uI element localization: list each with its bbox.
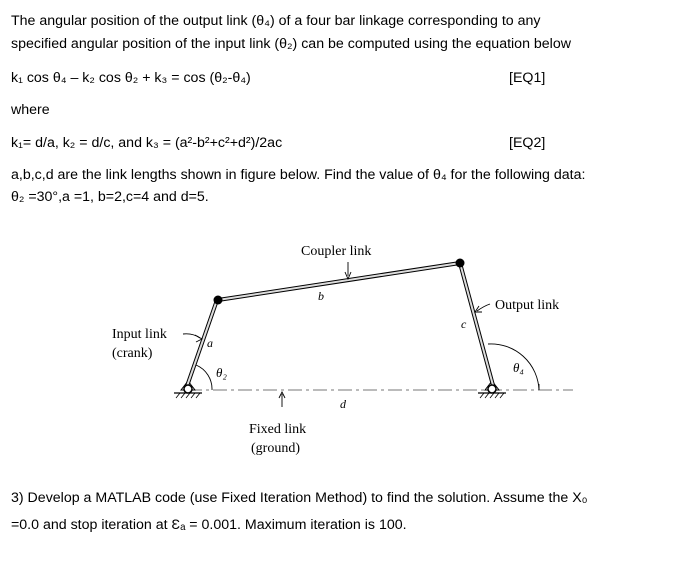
theta4-label: θ₄ bbox=[513, 360, 524, 375]
task-line-2: =0.0 and stop iteration at Ɛₐ = 0.001. M… bbox=[11, 517, 407, 533]
data-line-1: a,b,c,d are the link lengths shown in fi… bbox=[11, 167, 586, 183]
joint-a-b bbox=[213, 295, 223, 305]
fixed-link-label: Fixed link bbox=[249, 422, 306, 437]
task-line-1: 3) Develop a MATLAB code (use Fixed Iter… bbox=[11, 490, 588, 506]
coupler-link-b bbox=[217, 261, 461, 302]
coupler-link-label: Coupler link bbox=[301, 244, 371, 259]
input-link-label: Input link bbox=[112, 327, 167, 342]
equation-1: k₁ cos θ₄ – k₂ cos θ₂ + k₃ = cos (θ₂-θ₄) bbox=[11, 70, 251, 86]
theta2-label: θ₂ bbox=[216, 365, 227, 380]
coupler-arrow bbox=[344, 262, 352, 281]
theta2-arc bbox=[195, 364, 213, 391]
ground-pivot-right bbox=[487, 384, 497, 394]
theta4-arc bbox=[487, 343, 540, 391]
equation-2: k₁= d/a, k₂ = d/c, and k₃ = (a²-b²+c²+d²… bbox=[11, 135, 283, 151]
link-c-label: c bbox=[461, 317, 467, 331]
intro-line-1: The angular position of the output link … bbox=[11, 13, 541, 29]
output-arrow bbox=[474, 303, 491, 313]
equation-1-tag: [EQ1] bbox=[509, 70, 546, 86]
fixed-arrow bbox=[278, 390, 286, 407]
output-link-label: Output link bbox=[495, 298, 559, 313]
ground-label: (ground) bbox=[251, 441, 300, 456]
intro-line-2: specified angular position of the input … bbox=[11, 36, 571, 52]
link-b-label: b bbox=[318, 289, 324, 303]
where-label: where bbox=[11, 102, 50, 118]
output-link-c bbox=[458, 262, 496, 390]
input-link-a bbox=[184, 299, 219, 390]
joint-b-c bbox=[455, 258, 465, 268]
crank-label: (crank) bbox=[112, 346, 153, 361]
link-d-label: d bbox=[340, 397, 347, 411]
ground-pivot-left bbox=[183, 384, 193, 394]
data-line-2: θ₂ =30°,a =1, b=2,c=4 and d=5. bbox=[11, 189, 209, 205]
link-a-label: a bbox=[207, 336, 213, 350]
input-arrow bbox=[182, 333, 203, 343]
equation-2-tag: [EQ2] bbox=[509, 135, 546, 151]
